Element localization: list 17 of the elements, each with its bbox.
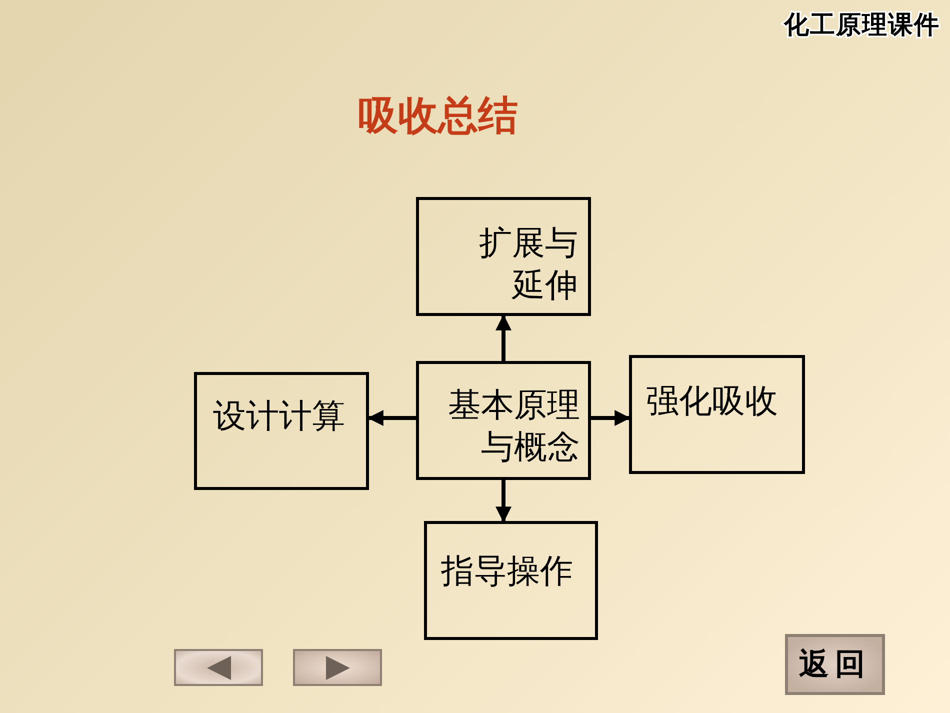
- arrow: [367, 410, 416, 426]
- arrow: [591, 410, 631, 426]
- box-label: 设计计算: [213, 395, 346, 437]
- box-label: 基本原理与概念: [447, 384, 580, 468]
- title: 吸收总结: [358, 96, 518, 136]
- arrow: [496, 314, 512, 361]
- concept-box: [194, 372, 369, 490]
- arrow: [496, 480, 512, 523]
- box-label: 强化吸收: [646, 380, 779, 422]
- concept-box: [416, 197, 591, 316]
- return-button: 返回: [785, 634, 885, 695]
- concept-box: [416, 361, 591, 480]
- header-text: 化工原理课件: [784, 12, 940, 37]
- box-label: 指导操作: [441, 550, 574, 592]
- concept-box: [424, 521, 598, 640]
- box-label: 扩展与延伸: [478, 222, 578, 306]
- concept-box: [629, 355, 805, 474]
